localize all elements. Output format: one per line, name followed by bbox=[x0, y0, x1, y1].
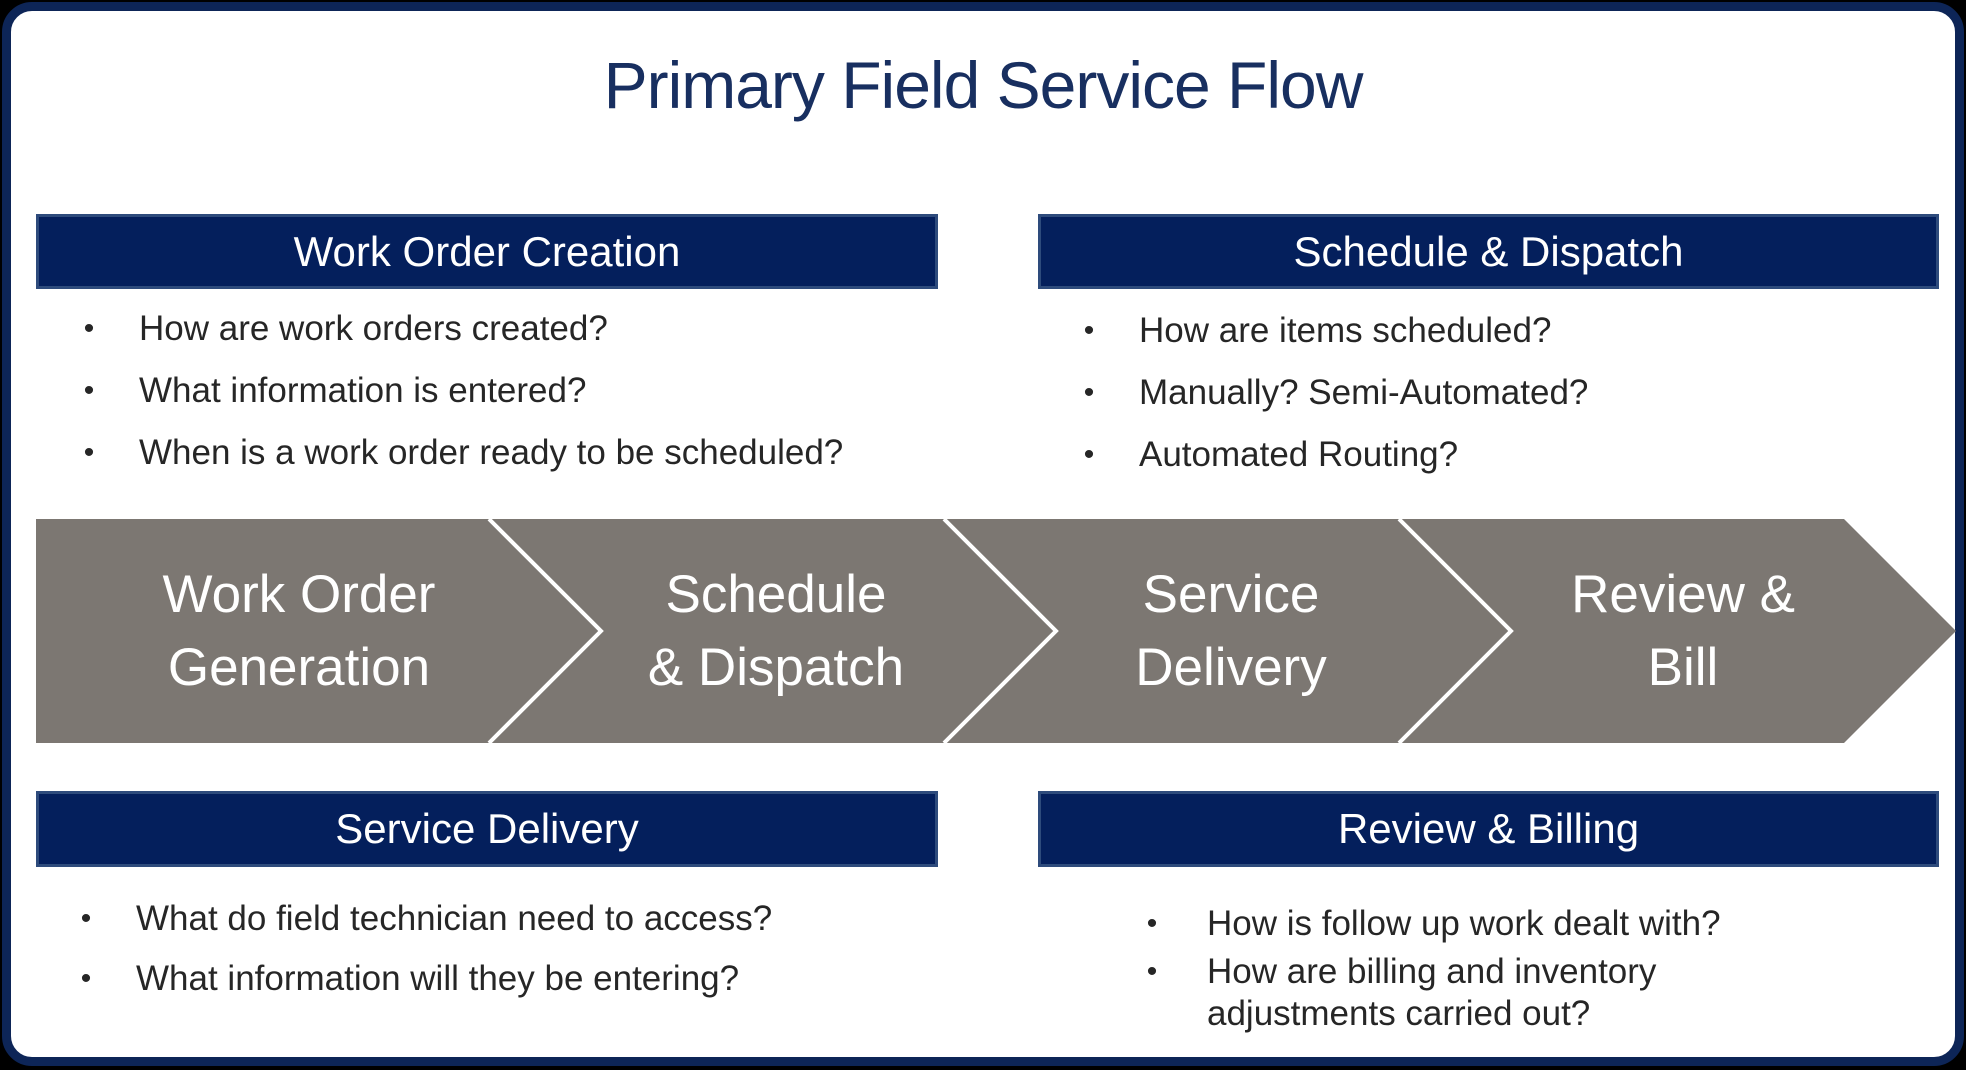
section-header-schedule-dispatch: Schedule & Dispatch bbox=[1038, 214, 1939, 289]
flow-stage-line: Schedule bbox=[665, 565, 887, 624]
flow-stage-work-order-generation: Work Order Generation bbox=[49, 519, 549, 743]
bullet-icon: • bbox=[80, 962, 92, 995]
flow-stage-line: Delivery bbox=[1135, 638, 1327, 697]
bullet-list-schedule-dispatch: • How are items scheduled? • Manually? S… bbox=[1077, 309, 1937, 495]
list-item: • What information will they be entering… bbox=[74, 957, 934, 1001]
section-header-label: Work Order Creation bbox=[293, 227, 681, 275]
bullet-icon: • bbox=[83, 312, 95, 345]
list-item: • Automated Routing? bbox=[1077, 433, 1937, 477]
list-item: • How are billing and inventory adjustme… bbox=[1140, 951, 1740, 1035]
bullet-list-review-billing: • How is follow up work dealt with? • Ho… bbox=[1140, 903, 1740, 1041]
bullet-text: What information will they be entering? bbox=[136, 959, 740, 998]
section-header-review-billing: Review & Billing bbox=[1038, 791, 1939, 867]
flow-stage-line: Bill bbox=[1647, 638, 1719, 697]
bullet-text: Manually? Semi-Automated? bbox=[1139, 373, 1589, 412]
list-item: • What do field technician need to acces… bbox=[74, 897, 934, 941]
bullet-text: How are billing and inventory adjustment… bbox=[1207, 952, 1657, 1033]
bullet-text: What information is entered? bbox=[139, 371, 587, 410]
bullet-text: How are items scheduled? bbox=[1139, 311, 1552, 350]
list-item: • What information is entered? bbox=[77, 369, 937, 413]
list-item: • How are items scheduled? bbox=[1077, 309, 1937, 353]
section-header-label: Service Delivery bbox=[335, 805, 639, 852]
bullet-text: Automated Routing? bbox=[1139, 435, 1459, 474]
section-header-label: Review & Billing bbox=[1337, 805, 1640, 852]
bullet-text: What do field technician need to access? bbox=[136, 899, 773, 938]
bullet-text: How is follow up work dealt with? bbox=[1207, 904, 1721, 943]
process-flow-arrow: Work Order Generation Schedule & Dispatc… bbox=[36, 519, 1956, 743]
bullet-icon: • bbox=[1083, 438, 1095, 471]
bullet-icon: • bbox=[1083, 376, 1095, 409]
bullet-icon: • bbox=[83, 374, 95, 407]
flow-stage-review-bill: Review & Bill bbox=[1433, 519, 1933, 743]
bullet-icon: • bbox=[1146, 955, 1158, 988]
page-title: Primary Field Service Flow bbox=[603, 48, 1364, 122]
list-item: • Manually? Semi-Automated? bbox=[1077, 371, 1937, 415]
flow-stage-line: & Dispatch bbox=[647, 638, 905, 697]
flow-stage-line: Work Order bbox=[162, 565, 436, 624]
bullet-list-work-order-creation: • How are work orders created? • What in… bbox=[77, 307, 937, 493]
flow-stage-line: Service bbox=[1142, 565, 1320, 624]
list-item: • How is follow up work dealt with? bbox=[1140, 903, 1740, 945]
list-item: • When is a work order ready to be sched… bbox=[77, 431, 937, 475]
flow-stage-schedule-dispatch: Schedule & Dispatch bbox=[526, 519, 1026, 743]
bullet-icon: • bbox=[1083, 314, 1095, 347]
process-flow-arrow-shape bbox=[36, 519, 1956, 743]
bullet-icon: • bbox=[83, 436, 95, 469]
section-header-work-order-creation: Work Order Creation bbox=[36, 214, 938, 289]
bullet-icon: • bbox=[1146, 907, 1158, 940]
flow-stage-line: Generation bbox=[167, 638, 431, 697]
bullet-text: How are work orders created? bbox=[139, 309, 608, 348]
flow-stage-service-delivery: Service Delivery bbox=[981, 519, 1481, 743]
section-header-service-delivery: Service Delivery bbox=[36, 791, 938, 867]
flow-stage-line: Review & bbox=[1571, 565, 1795, 624]
section-header-label: Schedule & Dispatch bbox=[1293, 227, 1684, 275]
bullet-list-service-delivery: • What do field technician need to acces… bbox=[74, 897, 934, 1017]
list-item: • How are work orders created? bbox=[77, 307, 937, 351]
bullet-text: When is a work order ready to be schedul… bbox=[139, 433, 844, 472]
bullet-icon: • bbox=[80, 902, 92, 935]
